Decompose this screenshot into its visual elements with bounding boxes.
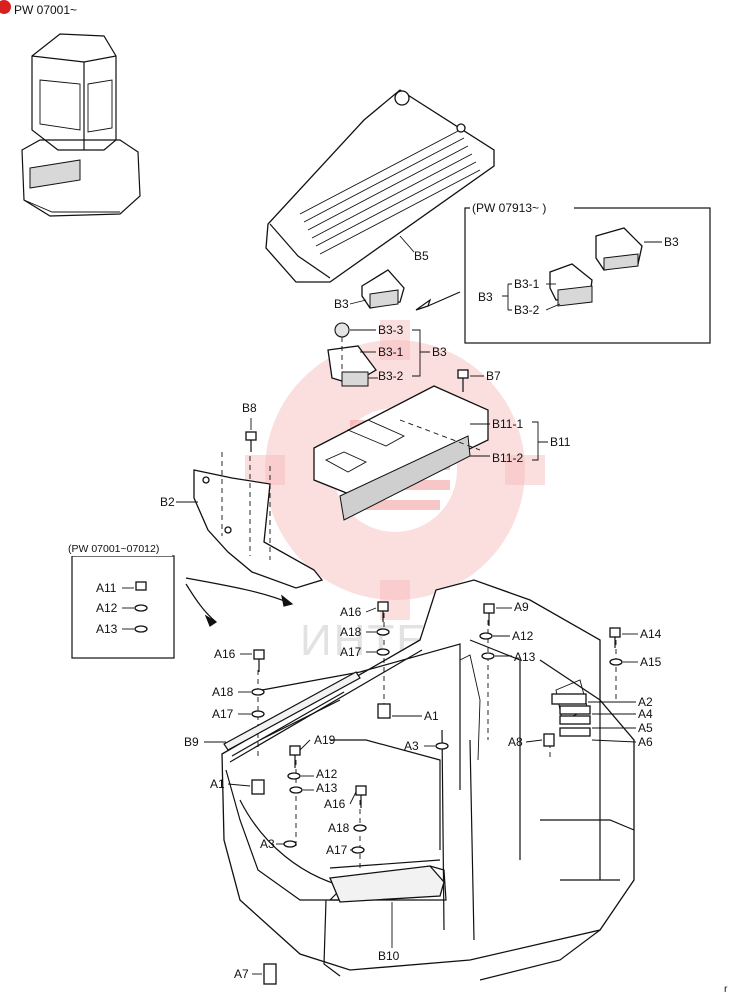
- washer-a13-top: [481, 652, 495, 660]
- label-b3-group: B3: [432, 345, 447, 359]
- label-b3-2-callout: B3-2: [514, 303, 540, 317]
- label-a17-left: A17: [212, 707, 234, 721]
- washer-a13-callout: [134, 625, 148, 633]
- machine-thumbnail: [21, 33, 141, 217]
- label-a7: A7: [234, 967, 249, 981]
- callout-upper-range: (PW 07913~ ): [472, 201, 546, 215]
- washer-a18-left: [251, 688, 265, 696]
- label-a18-left: A18: [212, 685, 234, 699]
- label-a9: A9: [514, 600, 529, 614]
- washer-a12-callout: [134, 604, 148, 612]
- washer-a13-mid: [289, 786, 303, 794]
- washer-a17-left: [251, 710, 265, 718]
- pad-b3-2: [341, 371, 369, 387]
- label-a16-top: A16: [340, 605, 362, 619]
- serial-range-header: PW 07001~: [14, 3, 77, 17]
- bolt-a16-top: [377, 601, 389, 622]
- label-a16-left: A16: [214, 647, 236, 661]
- label-a5: A5: [638, 721, 653, 735]
- main-frame: [221, 579, 635, 981]
- label-a12-mid: A12: [316, 767, 338, 781]
- washer-a17-low: [351, 846, 365, 854]
- bolt-a19: [289, 745, 301, 768]
- label-a15: A15: [640, 655, 662, 669]
- guard-b10: [329, 865, 445, 903]
- bolt-a8: [543, 733, 555, 747]
- washer-a12-mid: [287, 772, 301, 780]
- washer-a18-low: [353, 824, 367, 832]
- bolt-b7: [457, 369, 469, 392]
- label-a11-callout: A11: [96, 581, 117, 595]
- label-a17-low: A17: [326, 843, 348, 857]
- cap-b3-3: [334, 322, 350, 338]
- label-b11: B11: [550, 435, 571, 449]
- washer-a18-top: [376, 628, 390, 636]
- label-b7: B7: [486, 369, 501, 383]
- mount-a1-mid: [377, 703, 391, 719]
- label-a17-top: A17: [340, 645, 362, 659]
- label-b3-callout-group: B3: [478, 290, 493, 304]
- label-a1-left: A1: [210, 777, 225, 791]
- label-a12-callout: A12: [96, 601, 118, 615]
- bolt-a14: [609, 627, 621, 648]
- bolt-a16-low: [355, 785, 367, 808]
- label-a14: A14: [640, 627, 662, 641]
- label-b3-1: B3-1: [378, 345, 404, 359]
- label-a3-low: A3: [260, 837, 275, 851]
- rail-b9: [223, 671, 361, 751]
- label-b9: B9: [184, 735, 199, 749]
- label-b3-callout: B3: [664, 235, 679, 249]
- callout-box-upper: [464, 207, 711, 344]
- screw-b8: [245, 431, 257, 452]
- bolt-a11-callout: [135, 581, 147, 591]
- mount-a1-left: [251, 779, 265, 795]
- label-b8: B8: [242, 401, 257, 415]
- washer-a15: [609, 658, 623, 666]
- washer-a12-top: [479, 632, 493, 640]
- label-b3-2: B3-2: [378, 369, 404, 383]
- label-a19: A19: [314, 733, 336, 747]
- bolt-a9: [483, 603, 495, 626]
- label-b3-3: B3-3: [378, 323, 404, 337]
- label-a8: A8: [508, 735, 523, 749]
- label-b2: B2: [160, 495, 175, 509]
- bolt-a16-left: [253, 649, 265, 672]
- label-a18-low: A18: [328, 821, 350, 835]
- washer-a17-top: [376, 648, 390, 656]
- arrow-to-frame: [185, 577, 293, 605]
- callout-lower-range: (PW 07001~07012): [68, 543, 159, 555]
- callout-box-lower: [71, 555, 175, 659]
- seat-mount-b3: [361, 269, 405, 309]
- label-a13-mid: A13: [316, 781, 338, 795]
- side-plate-b2: [193, 452, 324, 589]
- nut-a3-mid: [435, 742, 449, 750]
- label-a6: A6: [638, 735, 653, 749]
- seat-plate-b5: [265, 89, 495, 283]
- label-b3-1-callout: B3-1: [514, 277, 540, 291]
- label-a13-callout: A13: [96, 622, 118, 636]
- label-a3-mid: A3: [404, 739, 419, 753]
- label-a18-top: A18: [340, 625, 362, 639]
- label-b11-2: B11-2: [492, 451, 523, 465]
- label-b11-1: B11-1: [492, 417, 523, 431]
- page-mark: r: [724, 983, 728, 995]
- label-a16-low: A16: [324, 797, 346, 811]
- label-b10: B10: [378, 949, 400, 963]
- label-a2: A2: [638, 695, 653, 709]
- label-b5: B5: [414, 249, 429, 263]
- nut-a3-low: [283, 840, 297, 848]
- mount-a7: [263, 963, 277, 985]
- label-a12-top: A12: [512, 629, 534, 643]
- page-marker-icon: [0, 0, 11, 14]
- label-b3-mid: B3: [334, 297, 349, 311]
- callout-b3-new: [549, 227, 643, 307]
- label-a4: A4: [638, 707, 653, 721]
- label-a13-top: A13: [514, 650, 536, 664]
- label-a1-mid: A1: [424, 709, 439, 723]
